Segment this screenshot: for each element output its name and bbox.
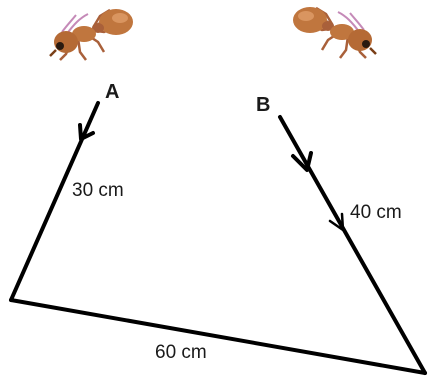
length-label-60: 60 cm	[155, 342, 207, 363]
segment-a-to-corner	[9, 101, 100, 302]
length-label-40: 40 cm	[350, 202, 402, 223]
arrow-head-b	[291, 151, 313, 172]
point-label-a: A	[105, 81, 119, 103]
ant-icon	[291, 5, 378, 60]
arrow-head-mid	[328, 212, 345, 232]
length-label-30: 30 cm	[72, 180, 124, 201]
segment-bottom	[9, 298, 427, 375]
arrow-head-a	[78, 123, 95, 141]
point-label-b: B	[256, 94, 270, 116]
segment-b-to-corner	[278, 115, 427, 375]
ant-icon	[48, 7, 135, 62]
